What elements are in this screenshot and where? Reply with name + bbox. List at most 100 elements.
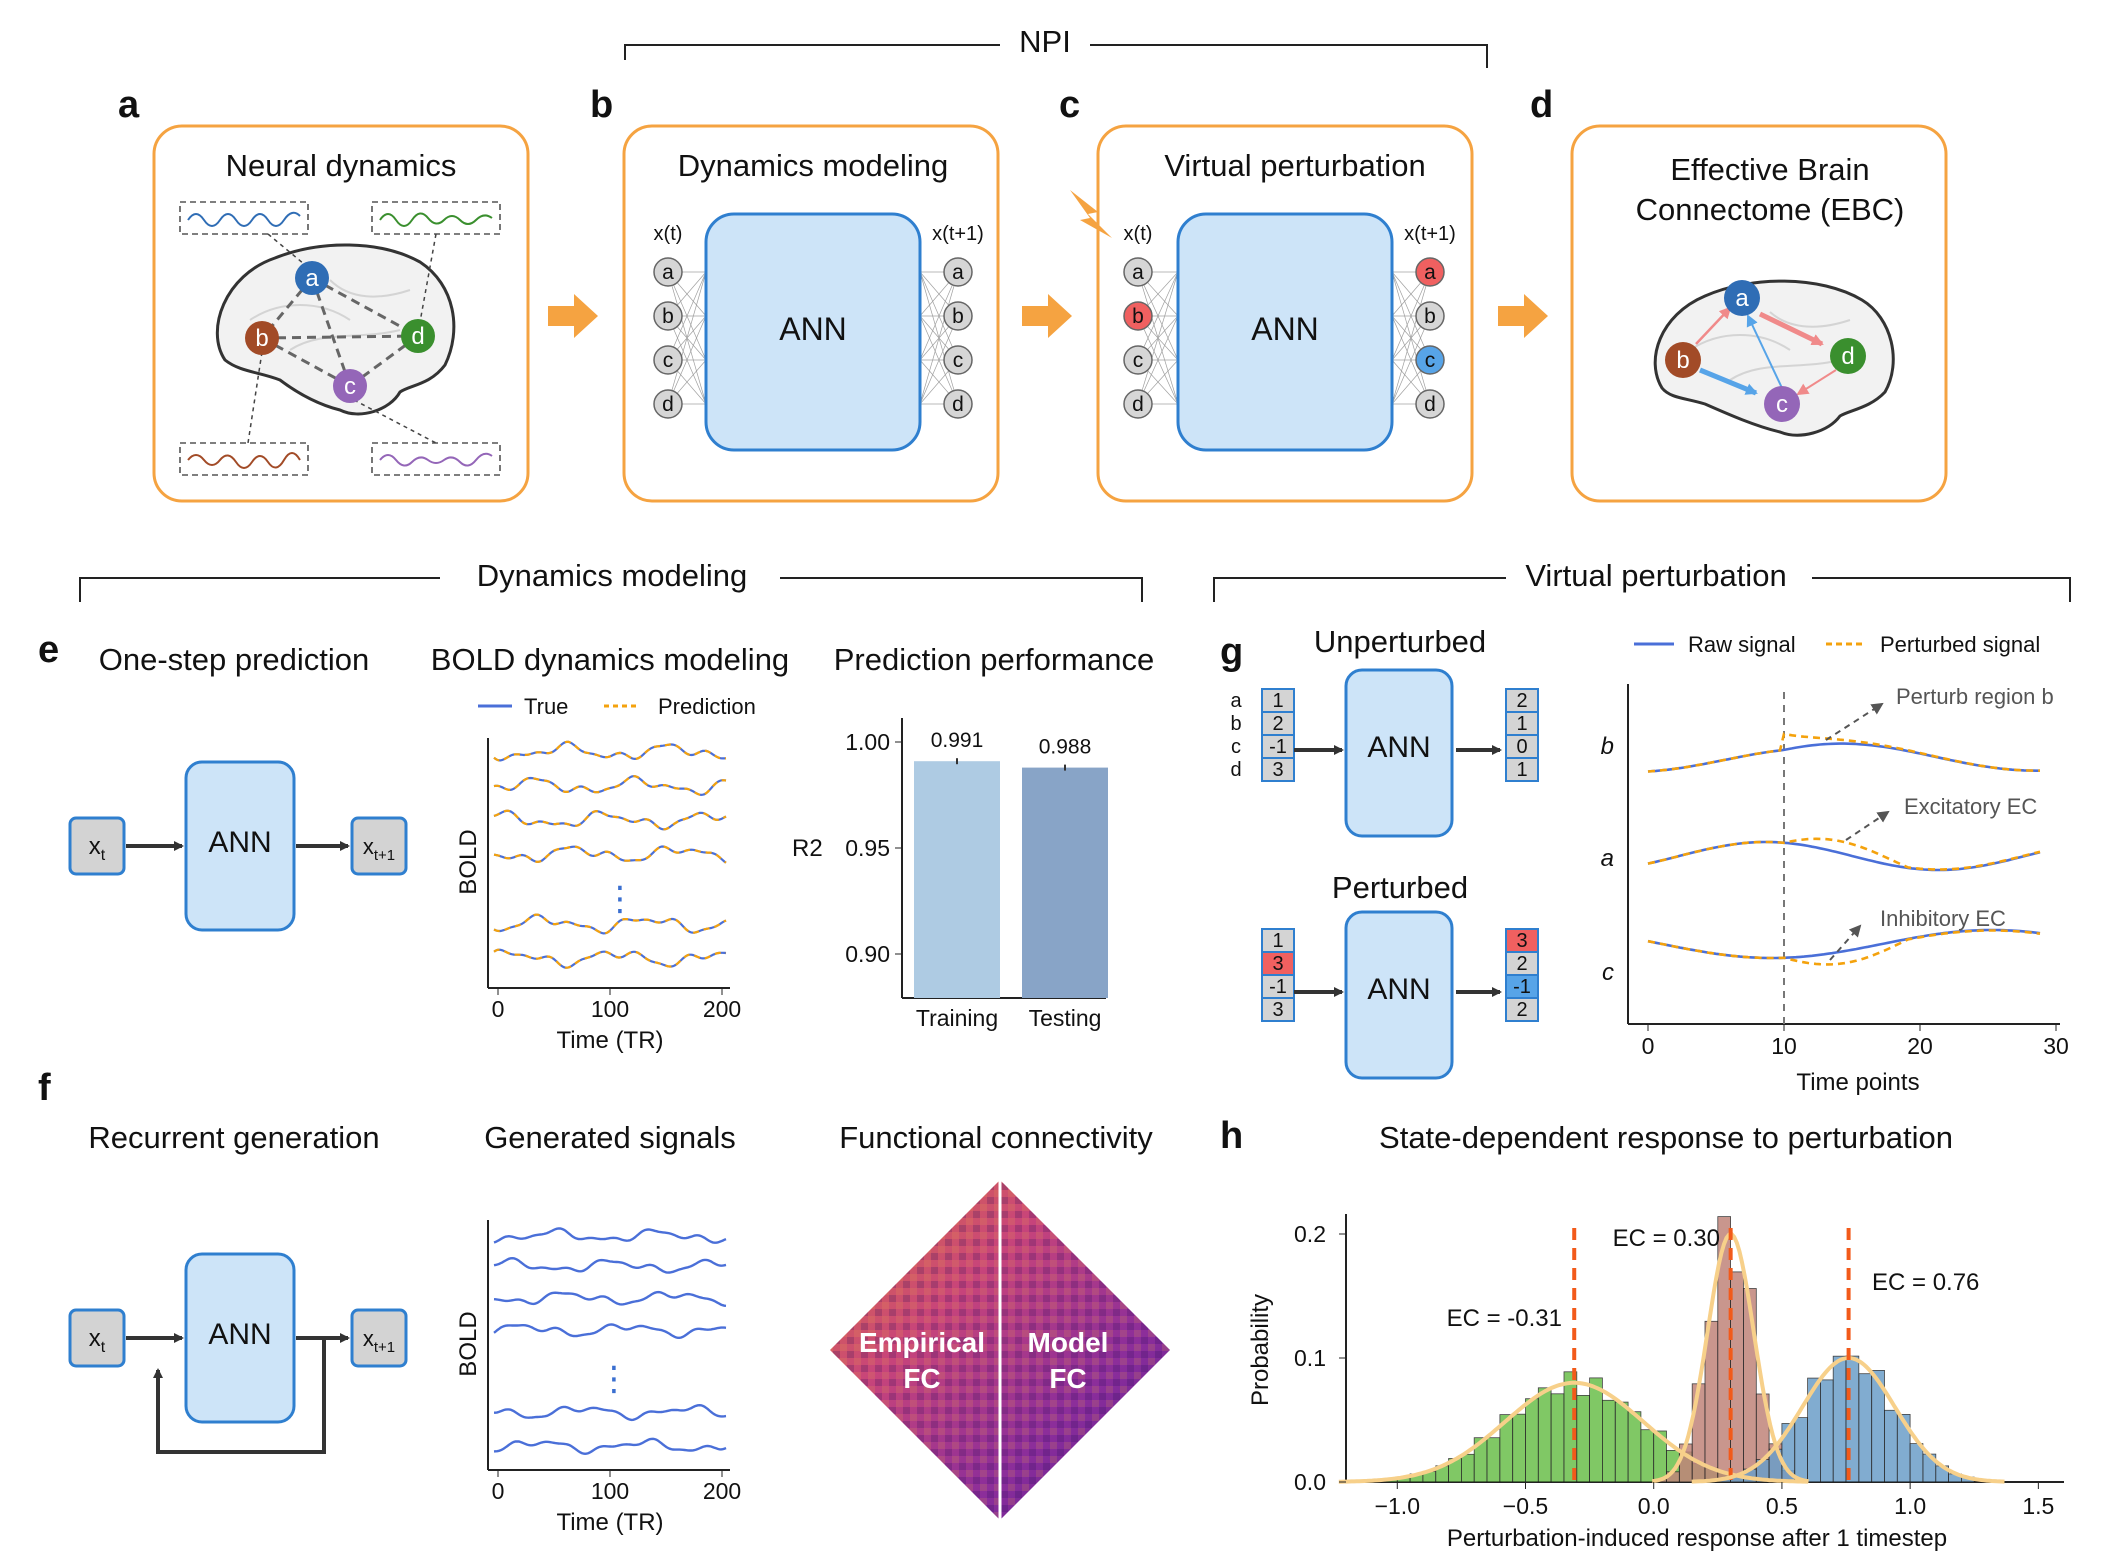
net-c-out-node-c: c (1415, 345, 1445, 375)
svg-text:c: c (953, 349, 964, 372)
svg-text:xt+1: xt+1 (363, 1326, 395, 1356)
ann-label-unperturbed: ANN (1367, 731, 1430, 764)
prediction-trace-1 (493, 740, 727, 762)
panel-c: c Virtual perturbation x(t) x(t+1) ANN a… (1059, 84, 1474, 503)
svg-text:10: 10 (1771, 1033, 1797, 1059)
legend-perturbed: Perturbed signal (1880, 632, 2040, 657)
unperturbed-output-cell-2: 1 (1505, 711, 1539, 736)
svg-text:a: a (1735, 285, 1749, 312)
svg-text:0.95: 0.95 (845, 835, 890, 861)
ebc-node-a: a (1724, 280, 1760, 316)
output-label-b: x(t+1) (932, 223, 984, 245)
gen-ellipsis: ⋮ (597, 1360, 631, 1398)
generated-trace-6 (493, 1437, 727, 1456)
prediction-trace-6 (493, 948, 727, 969)
output-label-c: x(t+1) (1404, 223, 1456, 245)
dynamics-bracket: Dynamics modeling (79, 558, 1143, 602)
svg-text:0: 0 (492, 996, 505, 1022)
lightning-icon (1070, 190, 1112, 238)
hist-bar-1-14 (1512, 1413, 1526, 1483)
input-box-f (68, 1308, 126, 1368)
output-box-f (350, 1308, 408, 1368)
fc-left-label-1: Empirical (859, 1327, 985, 1358)
panel-h: h State-dependent response to perturbati… (1220, 1115, 2064, 1552)
panel-e-perf: Prediction performance 0.991Training0.98… (792, 642, 1154, 1031)
panel-a: a Neural dynamics (118, 84, 530, 503)
panel-f-title: Recurrent generation (88, 1120, 379, 1155)
svg-text:2: 2 (1516, 690, 1527, 712)
panel-letter-g: g (1220, 631, 1243, 673)
hist-bar-1-21 (1602, 1399, 1616, 1483)
raw-signal-c (1647, 928, 2041, 960)
brain-node-c: c (333, 369, 367, 403)
bold-ylabel: BOLD (455, 829, 482, 894)
panel-letter-e: e (38, 629, 59, 671)
hist-bar-1-24 (1640, 1429, 1655, 1483)
h-xtick-label-4: 1.0 (1894, 1493, 1926, 1519)
bar-category-label-2: Testing (1029, 1005, 1102, 1031)
vector-row-label-d: d (1230, 759, 1241, 781)
legend-prediction: Prediction (658, 694, 756, 719)
svg-text:2: 2 (1272, 713, 1283, 735)
panel-e-title: One-step prediction (99, 642, 370, 677)
ebc-edges (1695, 306, 1837, 396)
svg-text:0.90: 0.90 (845, 941, 890, 967)
row-label-b: b (1601, 733, 1614, 760)
svg-text:3: 3 (1272, 759, 1283, 781)
output-box-e (350, 816, 408, 876)
svg-text:xt+1: xt+1 (363, 834, 395, 864)
perturbed-output-cell-3: -1 (1505, 974, 1539, 999)
prediction-trace-2 (493, 775, 727, 797)
gen-xticks: 0 100 200 (492, 1470, 741, 1504)
svg-text:d: d (952, 393, 964, 416)
hist-bar-1-22 (1614, 1401, 1629, 1483)
h-ytick-2: 0.2 (1294, 1221, 1326, 1247)
hist-bar-1-20 (1589, 1377, 1603, 1483)
h-xtick-label-1: −0.5 (1503, 1493, 1548, 1519)
svg-text:b: b (952, 305, 964, 328)
panel-h-title: State-dependent response to perturbation (1379, 1120, 1953, 1155)
net-b-out-node-c: c (943, 345, 973, 375)
hist-bar-1-10 (1461, 1453, 1475, 1483)
ec-label-mid: EC = 0.30 (1613, 1225, 1720, 1252)
svg-text:a: a (1424, 261, 1436, 284)
brain-node-a: a (295, 261, 329, 295)
perturbed-output-cell-2: 2 (1505, 951, 1539, 976)
generated-trace-4 (493, 1323, 727, 1339)
unperturbed-input-cell-2: 2 (1261, 711, 1295, 736)
unperturbed-input-cell-3: -1 (1261, 734, 1295, 759)
ec-label-neg: EC = -0.31 (1447, 1305, 1562, 1332)
unperturbed-output-cell-1: 2 (1505, 688, 1539, 713)
gplot-xticks: 0 10 20 30 (1642, 1024, 2069, 1059)
net-c-in-node-c: c (1123, 345, 1153, 375)
bold-title: BOLD dynamics modeling (431, 642, 789, 677)
panel-d: d Effective Brain Connectome (EBC) a b c… (1530, 84, 1948, 503)
row-label-a: a (1601, 845, 1614, 872)
svg-text:0: 0 (1642, 1033, 1655, 1059)
ebc-node-c: c (1764, 386, 1800, 422)
raw-signal-b (1647, 742, 2040, 773)
npi-bracket: NPI (624, 24, 1488, 68)
svg-text:2: 2 (1516, 953, 1527, 975)
net-c-in-node-a: a (1123, 257, 1153, 287)
net-c-in-node-d: d (1123, 389, 1153, 419)
h-xtick-label-0: −1.0 (1375, 1493, 1420, 1519)
bold-xticks: 0 100 200 (492, 988, 741, 1022)
signal-box-a (179, 201, 309, 235)
ann-label-f: ANN (208, 1318, 271, 1351)
svg-text:1.00: 1.00 (845, 729, 890, 755)
hist-bar-3-14 (1858, 1373, 1873, 1483)
svg-text:-1: -1 (1269, 976, 1287, 998)
h-xtick-label-3: 0.5 (1766, 1493, 1798, 1519)
bold-xlabel: Time (TR) (556, 1027, 663, 1054)
gplot-xlabel: Time points (1796, 1069, 1919, 1096)
hist-bar-1-19 (1576, 1395, 1591, 1483)
svg-text:c: c (663, 349, 674, 372)
svg-text:b: b (1424, 305, 1436, 328)
perturb-section-label: Virtual perturbation (1525, 558, 1786, 593)
hist-bar-3-12 (1832, 1355, 1847, 1483)
leader-lines-a (247, 233, 437, 444)
row-label-c: c (1602, 959, 1614, 986)
panel-g-plot: Raw signal Perturbed signal b a c Pertur… (1601, 632, 2069, 1096)
